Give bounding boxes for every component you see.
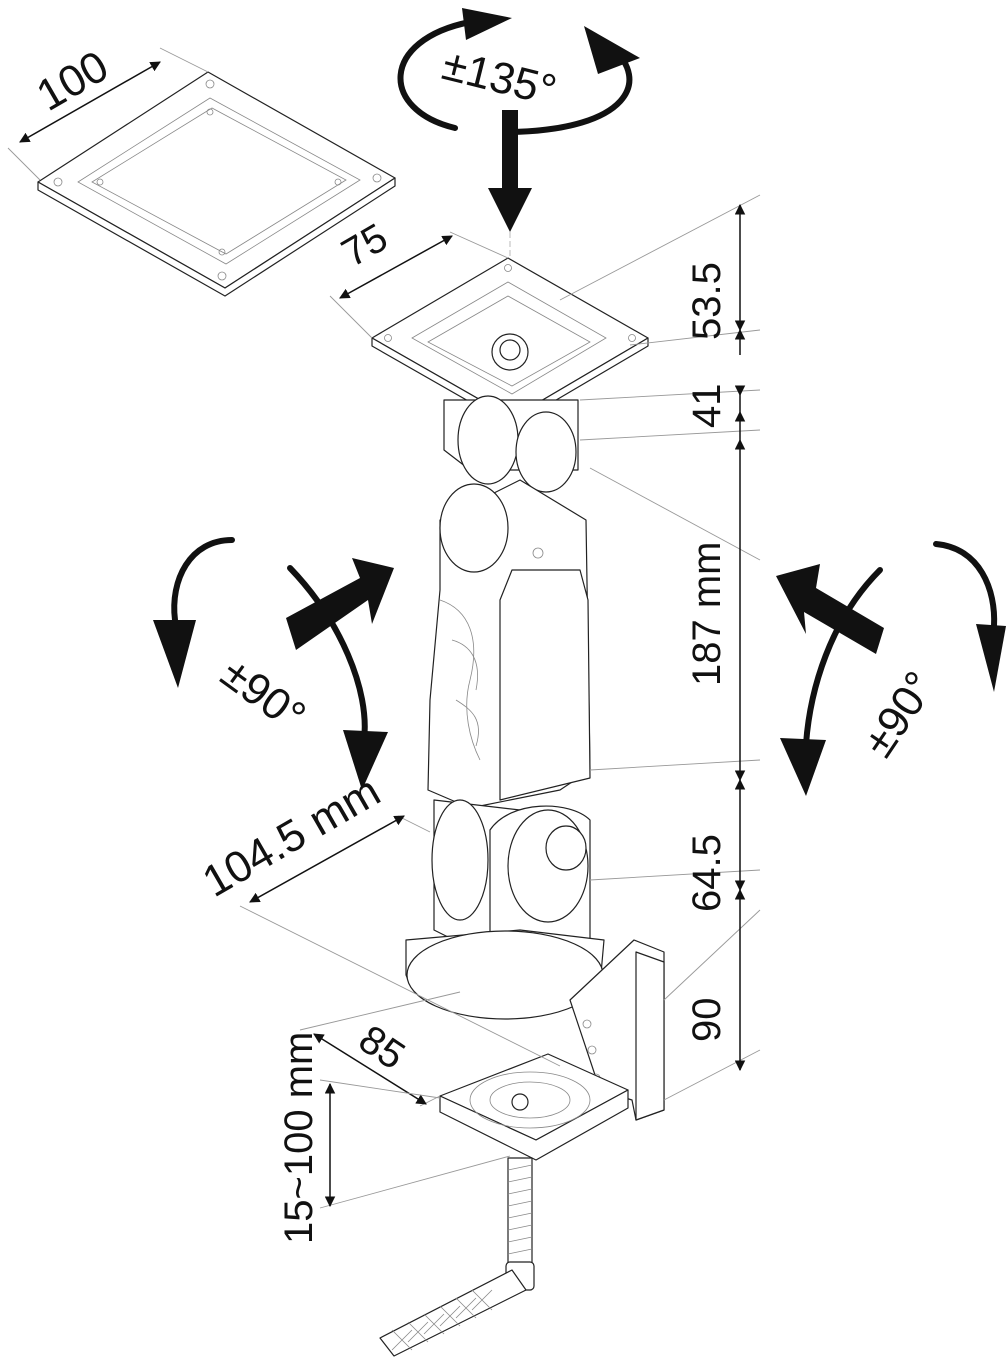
arm-length-label: 187 mm <box>685 542 729 687</box>
clamp-screw <box>379 1157 535 1357</box>
height-head-label: 41 <box>685 384 729 429</box>
main-arm <box>427 479 591 809</box>
clamp-range-dimension: 15~100 mm <box>277 1032 511 1244</box>
right-rotation-indicator: ±90° <box>776 541 1006 796</box>
top-rotation-label: ±135° <box>438 40 562 115</box>
clamp-range-label: 15~100 mm <box>277 1032 321 1244</box>
height-lower-label: 64.5 <box>685 834 729 912</box>
top-rotation-indicator: ±135° <box>397 8 640 360</box>
height-clamp-label: 90 <box>685 998 729 1043</box>
base-clamp <box>405 929 665 1161</box>
left-rotation-indicator: ±90° <box>153 537 394 790</box>
vertical-dimension-chain: 53.5 41 187 mm 64.5 90 <box>559 194 761 1101</box>
vesa-100-label: 100 <box>29 42 117 121</box>
height-top-label: 53.5 <box>685 262 729 340</box>
arm-width-label: 104.5 mm <box>195 766 389 906</box>
lower-joint <box>431 799 591 961</box>
left-rotation-label: ±90° <box>212 648 314 741</box>
upper-joint <box>443 395 579 493</box>
vesa-100-plate <box>37 71 396 297</box>
right-rotation-label: ±90° <box>854 663 945 766</box>
clamp-depth-label: 85 <box>351 1017 412 1078</box>
vesa-75-label: 75 <box>335 215 396 275</box>
